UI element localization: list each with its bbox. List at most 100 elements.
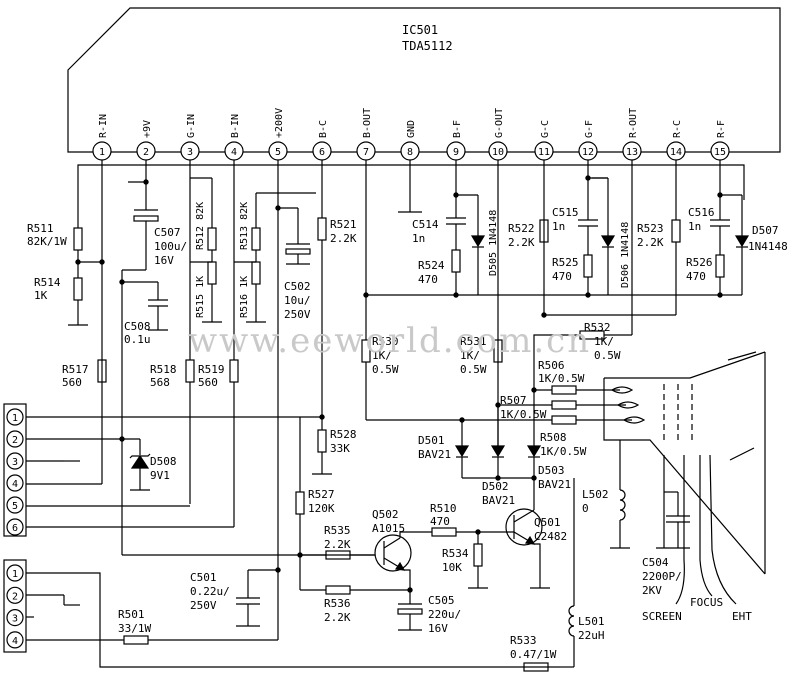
- ic-pin-number: 3: [187, 147, 193, 158]
- focus-lead: [699, 455, 713, 597]
- label-r501: R501: [118, 608, 145, 621]
- resistor-r513: [251, 227, 261, 251]
- label-r536: R536: [324, 597, 351, 610]
- label-r506-val: 1K/0.5W: [538, 372, 585, 385]
- ic-pin-label: R-F: [716, 120, 727, 138]
- label-r521: R521: [330, 218, 357, 231]
- eht-lead: [709, 454, 737, 605]
- label-r523: R523: [637, 222, 664, 235]
- label-r507-val: 1K/0.5W: [500, 408, 547, 421]
- ic-pin-label: G-F: [584, 120, 595, 138]
- label-r530-val: 1K/: [372, 349, 392, 362]
- label-r518-val: 568: [150, 376, 170, 389]
- resistor-r508: [551, 415, 577, 425]
- label-r527-val: 120K: [308, 502, 335, 515]
- ic-pin-number: 7: [363, 147, 369, 158]
- label-r527: R527: [308, 488, 335, 501]
- ic-pin-label: B-IN: [230, 114, 241, 138]
- label-c501-val: 0.22u/: [190, 585, 230, 598]
- label-focus: FOCUS: [690, 596, 723, 609]
- resistor-r519: [229, 359, 239, 383]
- label-screen: SCREEN: [642, 610, 682, 623]
- label-r517-val: 560: [62, 376, 82, 389]
- junction: [75, 259, 81, 265]
- resistor-r517: [97, 359, 107, 383]
- diode-d503: [526, 445, 542, 458]
- resistor-r522: [539, 219, 549, 243]
- junction: [407, 587, 413, 593]
- resistor-r533: [523, 662, 549, 672]
- ic-pin-number: 14: [670, 147, 682, 158]
- label-r525-val: 470: [552, 270, 572, 283]
- label-r508: R508: [540, 431, 567, 444]
- ic-pin-number: 1: [99, 147, 105, 158]
- ic-pin-label: R-OUT: [628, 108, 639, 138]
- label-d506: D506 1N4148: [620, 222, 631, 288]
- label-r530-pow: 0.5W: [372, 363, 399, 376]
- resistor-r534: [473, 543, 483, 567]
- label-c507-volt: 16V: [154, 254, 174, 267]
- resistor-r536: [325, 585, 351, 595]
- ic-pin-label: G-OUT: [494, 108, 505, 138]
- ic-part: TDA5112: [402, 39, 453, 53]
- label-r514: R514: [34, 276, 61, 289]
- label-r528-val: 33K: [330, 442, 350, 455]
- crt-cathode-1: [611, 386, 634, 394]
- label-r531: R531: [460, 335, 487, 348]
- label-c505: C505: [428, 594, 455, 607]
- label-c507-val: 100u/: [154, 240, 187, 253]
- resistor-r512: [207, 227, 217, 251]
- resistor-r521: [317, 217, 327, 241]
- label-c515: C515: [552, 206, 579, 219]
- ic-pin-label: R-IN: [98, 114, 109, 138]
- resistor-r528: [317, 429, 327, 453]
- crt-outline-top: [604, 351, 766, 379]
- label-l501: L501: [578, 615, 605, 628]
- diode-d508: [130, 454, 150, 469]
- label-c508: C508: [124, 320, 151, 333]
- connector-pin: [6, 586, 24, 604]
- label-c502-volt: 250V: [284, 308, 311, 321]
- ic-pin-number: 5: [275, 147, 281, 158]
- label-q501-val: C2482: [534, 530, 567, 543]
- connector-pin: [6, 518, 24, 536]
- resistor-r527: [295, 491, 305, 515]
- label-r511: R511: [27, 222, 54, 235]
- diode-d506: [600, 235, 616, 248]
- capacitor-c507-plate: [133, 215, 159, 222]
- label-r510-val: 470: [430, 515, 450, 528]
- connector-pin-number: 6: [12, 523, 18, 534]
- connector-pin-number: 2: [12, 435, 18, 446]
- junction: [453, 192, 459, 198]
- capacitor-c502-plate: [285, 248, 311, 255]
- connector-pin-number: 4: [12, 479, 18, 490]
- label-c508-val: 0.1u: [124, 333, 151, 346]
- resistor-r506: [551, 385, 577, 395]
- connector-pin-number: 4: [12, 636, 18, 647]
- label-d503-val: BAV21: [538, 478, 571, 491]
- capacitor-c505-plate: [397, 608, 423, 615]
- watermark: www.eeworld.com.cn: [188, 321, 591, 361]
- ic-pin-number: 12: [582, 147, 594, 158]
- connector-pin: [6, 564, 24, 582]
- label-d503: D503: [538, 464, 565, 477]
- label-r519: R519: [198, 363, 225, 376]
- ic-pin-number: 8: [407, 147, 413, 158]
- label-c505-val: 220u/: [428, 608, 461, 621]
- resistor-r524: [451, 249, 461, 273]
- label-r508-val: 1K/0.5W: [540, 445, 587, 458]
- label-r531-val: 1K/: [460, 349, 480, 362]
- label-c504-volt: 2KV: [642, 584, 662, 597]
- label-r531-pow: 0.5W: [460, 363, 487, 376]
- resistor-r526: [715, 254, 725, 278]
- ic-pin-number: 4: [231, 147, 237, 158]
- crt-outline: [603, 378, 766, 575]
- transistor-q502: [374, 534, 412, 572]
- ic-pin-number: 9: [453, 147, 459, 158]
- label-d502-val: BAV21: [482, 494, 515, 507]
- label-r517: R517: [62, 363, 89, 376]
- connector-pin: [6, 474, 24, 492]
- connector-pin: [6, 430, 24, 448]
- connector-pin-number: 5: [12, 501, 18, 512]
